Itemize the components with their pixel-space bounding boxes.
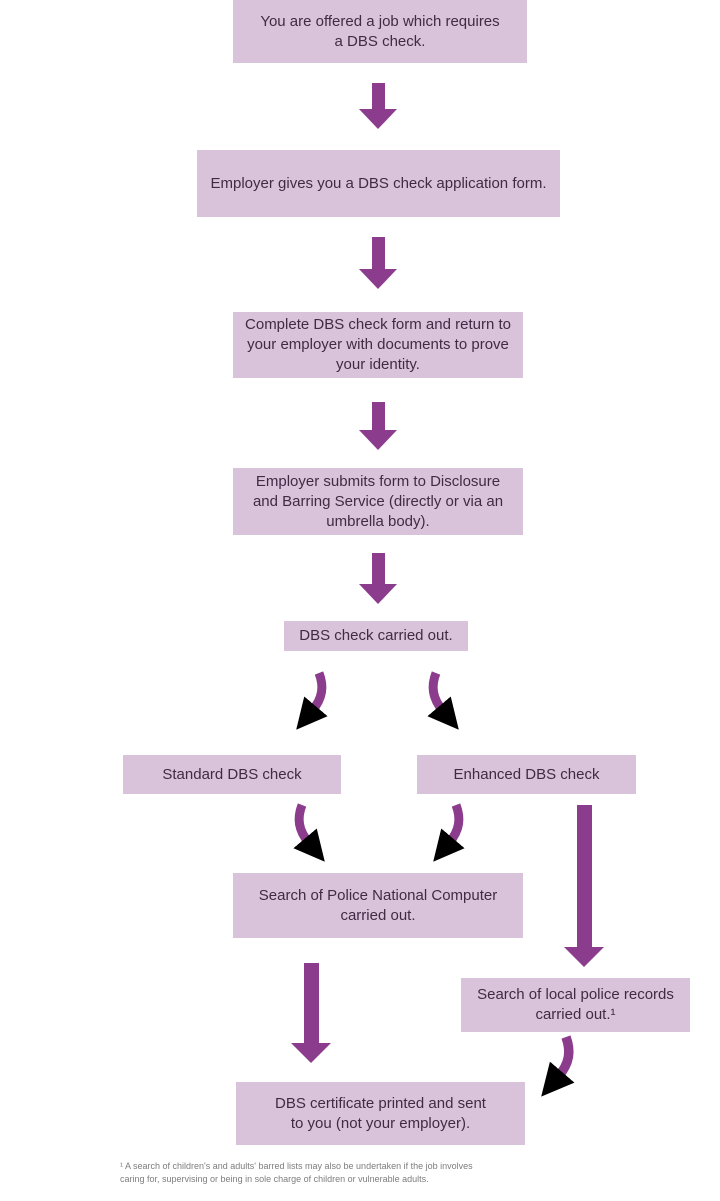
curved-arrow-check-to-enhanced-icon <box>427 671 459 730</box>
arrow-head <box>564 947 604 967</box>
curved-arrow-enhanced-to-pnc-icon <box>433 803 465 862</box>
node-employer-gives-form: Employer gives you a DBS check applicati… <box>197 150 560 217</box>
arrow-head <box>359 430 397 450</box>
curved-arrow-path <box>293 803 325 862</box>
curved-arrow-path <box>541 1035 575 1097</box>
arrow-shaft <box>371 402 385 430</box>
node-enhanced-dbs-check: Enhanced DBS check <box>417 755 636 794</box>
curved-arrow-path <box>427 671 459 730</box>
node-local-police-search: Search of local police records carried o… <box>461 978 690 1032</box>
arrow-shaft <box>371 237 385 269</box>
down-arrow-form-to-complete-icon <box>359 237 397 289</box>
node-dbs-check-carried-out: DBS check carried out. <box>284 621 468 651</box>
curved-arrow-local-to-certificate-icon <box>541 1035 575 1097</box>
down-arrow-pnc-to-certificate-icon <box>291 963 331 1063</box>
arrow-shaft <box>371 83 385 109</box>
arrow-head <box>359 109 397 129</box>
down-arrow-enhanced-to-local-icon <box>564 805 604 967</box>
node-standard-dbs-check: Standard DBS check <box>123 755 341 794</box>
curved-arrow-standard-to-pnc-icon <box>293 803 325 862</box>
arrow-head <box>359 584 397 604</box>
curved-arrow-check-to-standard-icon <box>296 671 328 730</box>
arrow-shaft <box>576 805 592 947</box>
node-dbs-certificate: DBS certificate printed and sent to you … <box>236 1082 525 1145</box>
curved-arrow-path <box>433 803 465 862</box>
node-offered-job: You are offered a job which requires a D… <box>233 0 527 63</box>
arrow-shaft <box>371 553 385 584</box>
down-arrow-submit-to-check-icon <box>359 553 397 604</box>
node-pnc-search: Search of Police National Computer carri… <box>233 873 523 938</box>
node-employer-submits-form: Employer submits form to Disclosure and … <box>233 468 523 535</box>
footnote: ¹ A search of children's and adults' bar… <box>120 1161 473 1184</box>
curved-arrow-path <box>296 671 328 730</box>
arrow-head <box>291 1043 331 1063</box>
arrow-shaft <box>303 963 319 1043</box>
down-arrow-complete-to-submit-icon <box>359 402 397 450</box>
arrow-head <box>359 269 397 289</box>
node-complete-form: Complete DBS check form and return to yo… <box>233 312 523 378</box>
down-arrow-offered-to-form-icon <box>359 83 397 129</box>
